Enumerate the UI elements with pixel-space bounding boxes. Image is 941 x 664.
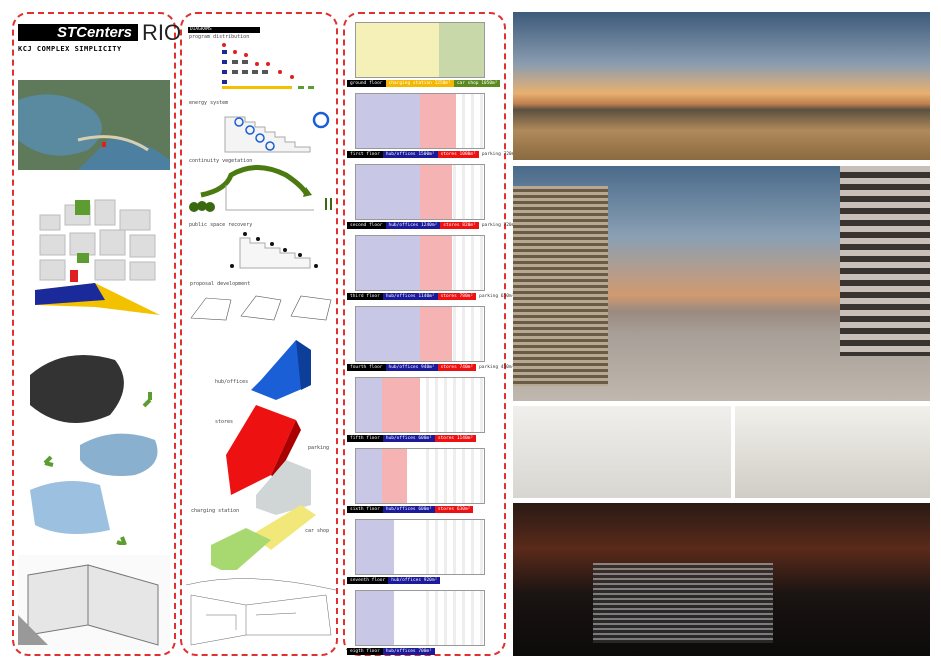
label-public-space-recovery: public space recovery: [189, 222, 253, 228]
energy-system-diagram: [224, 111, 330, 153]
floor-name: seventh floor: [347, 577, 389, 584]
program-volumes-exploded: [211, 340, 316, 570]
floor-area-segment: hub/offices 600m²: [382, 506, 435, 513]
urban-block-diagram: [35, 199, 160, 315]
program-distribution-diagram: [222, 43, 314, 89]
proposal-sketches: [190, 295, 332, 321]
floor-parking-area: parking 450m²: [479, 365, 515, 370]
floor-area-segment: hub/offices 920m²: [388, 577, 441, 584]
plan-drawing: [355, 235, 485, 291]
label-charging-station: charging station: [191, 508, 240, 514]
city-3d-models: [30, 355, 158, 545]
label-hub-offices: hub/offices: [215, 379, 249, 385]
render-rooftop-sunset: [513, 12, 930, 160]
floor-area-segment: stores 630m²: [434, 506, 474, 513]
subtitle: KCJ COMPLEX SIMPLICITY: [18, 45, 122, 53]
plan-drawing: [355, 519, 485, 575]
plan-drawing: [355, 377, 485, 433]
render-night-view: [513, 503, 930, 656]
floor-area-segment: hub/offices 600m²: [382, 435, 435, 442]
brand-logo: STCenters: [18, 24, 138, 41]
continuity-vegetation-diagram: [189, 165, 332, 212]
label-parking: parking: [308, 445, 330, 451]
floor-parking-area: parking 720m²: [481, 223, 518, 228]
floor-area-segment: hub/offices 1500m²: [382, 151, 438, 158]
floorplan-panel: [343, 12, 506, 656]
label-continuity-vegetation: continuity vegetation: [189, 158, 253, 164]
floor-name: third floor: [347, 293, 383, 300]
plan-drawing: [355, 22, 485, 78]
floor-name: fourth floor: [347, 364, 386, 371]
floor-area-segment: stores 780m²: [437, 293, 477, 300]
perspective-sketch: [186, 578, 336, 646]
floor-area-segment: stores 820m²: [440, 222, 479, 229]
render-plaza: [513, 166, 930, 401]
floor-area-segment: stores 1140m²: [434, 435, 477, 442]
floor-area-segment: hub/offices 1140m²: [382, 293, 438, 300]
floor-parking-area: parking 720m²: [481, 152, 518, 157]
left-panel: [12, 12, 176, 656]
label-proposal-development: proposal development: [190, 281, 251, 287]
label-energy-system: energy system: [189, 100, 229, 106]
floor-area-segment: charging station 1250m²: [385, 80, 454, 87]
plan-drawing: [355, 590, 485, 646]
floor-name: sixth floor: [347, 506, 383, 513]
floor-area-segment: hub/offices 1240m²: [385, 222, 441, 229]
render-showroom-interior: [513, 406, 731, 498]
city-title: RIO: [142, 20, 182, 45]
public-space-recovery-diagram: [230, 232, 318, 269]
plan-drawing: [355, 306, 485, 362]
floor-area-segment: hub/offices 700m²: [382, 648, 435, 655]
floor-parking-area: parking 650m²: [479, 294, 515, 299]
plan-drawing: [355, 164, 485, 220]
label-stores: stores: [215, 419, 234, 425]
diagram-panel: [180, 12, 338, 656]
floor-area-segment: car shop 1050m²: [453, 80, 501, 87]
floor-area-segment: hub/offices 940m²: [385, 364, 438, 371]
satellite-map: [18, 80, 170, 170]
label-car-shop: car shop: [305, 528, 330, 534]
plan-drawing: [355, 93, 485, 149]
floor-name: second floor: [347, 222, 386, 229]
floor-area-segment: stores 740m²: [437, 364, 477, 371]
site-sketch: [18, 555, 170, 650]
diagrams-title: DIAGRAMS: [188, 27, 260, 33]
floor-name: first floor: [347, 151, 383, 158]
floor-name: eigth floor: [347, 648, 383, 655]
floor-name: fifth floor: [347, 435, 383, 442]
render-car-gallery: [735, 406, 930, 498]
label-program-distribution: program distribution: [189, 34, 250, 40]
floor-area-segment: stores 1000m²: [437, 151, 479, 158]
plan-drawing: [355, 448, 485, 504]
floor-name: ground floor: [347, 80, 386, 87]
